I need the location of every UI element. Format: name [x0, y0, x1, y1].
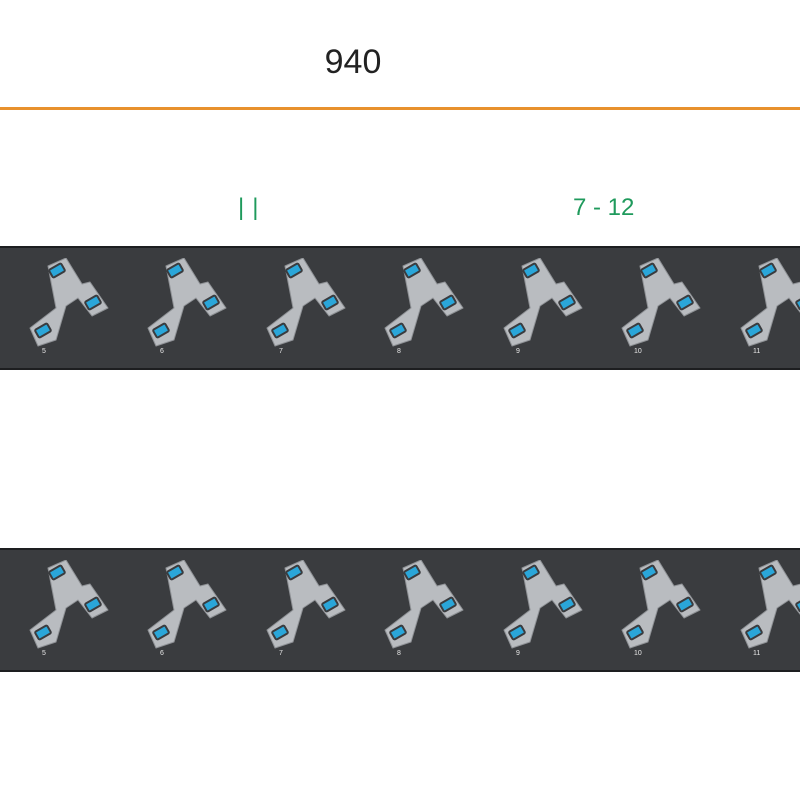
- socket-number: 5: [42, 650, 46, 657]
- socket-outlet: 7: [263, 560, 373, 664]
- socket-outlet-icon: [740, 560, 800, 649]
- group-label-right: 7 - 12: [573, 194, 635, 221]
- socket-number: 8: [397, 348, 401, 355]
- socket-number: 11: [753, 650, 761, 657]
- socket-outlet-icon: [740, 258, 800, 347]
- socket-number: 5: [42, 348, 46, 355]
- socket-outlet-icon: [384, 560, 464, 649]
- socket-number: 11: [753, 348, 761, 355]
- socket-outlet: 8: [381, 258, 491, 362]
- socket-outlet: 11: [737, 560, 800, 664]
- socket-outlet: 7: [263, 258, 373, 362]
- power-strip-bottom: 5 6 7 8 9 10 11: [0, 548, 800, 672]
- socket-outlet-icon: [503, 560, 583, 649]
- socket-outlet: 9: [500, 258, 610, 362]
- power-strip-top: 5 6 7 8 9 10 11: [0, 246, 800, 370]
- socket-outlet-icon: [266, 258, 346, 347]
- socket-outlet-icon: [29, 560, 109, 649]
- socket-outlet-icon: [147, 560, 227, 649]
- socket-number: 6: [160, 650, 164, 657]
- socket-outlet: 6: [144, 258, 254, 362]
- socket-outlet-icon: [384, 258, 464, 347]
- socket-number: 9: [516, 650, 520, 657]
- socket-number: 10: [634, 650, 642, 657]
- socket-outlet: 11: [737, 258, 800, 362]
- socket-outlet: 10: [618, 258, 728, 362]
- socket-number: 9: [516, 348, 520, 355]
- socket-outlet-icon: [147, 258, 227, 347]
- socket-outlet-icon: [621, 560, 701, 649]
- socket-outlet: 8: [381, 560, 491, 664]
- socket-number: 7: [279, 650, 283, 657]
- socket-outlet: 5: [26, 560, 136, 664]
- socket-outlet: 5: [26, 258, 136, 362]
- socket-number: 8: [397, 650, 401, 657]
- socket-outlet-icon: [503, 258, 583, 347]
- socket-outlet: 6: [144, 560, 254, 664]
- dimension-label: 940: [324, 43, 382, 81]
- socket-number: 6: [160, 348, 164, 355]
- socket-outlet: 10: [618, 560, 728, 664]
- socket-outlet-icon: [29, 258, 109, 347]
- socket-number: 10: [634, 348, 642, 355]
- socket-outlet-icon: [266, 560, 346, 649]
- dimension-line: [0, 107, 800, 110]
- socket-outlet: 9: [500, 560, 610, 664]
- group-label-left: ||: [238, 194, 267, 221]
- socket-number: 7: [279, 348, 283, 355]
- socket-outlet-icon: [621, 258, 701, 347]
